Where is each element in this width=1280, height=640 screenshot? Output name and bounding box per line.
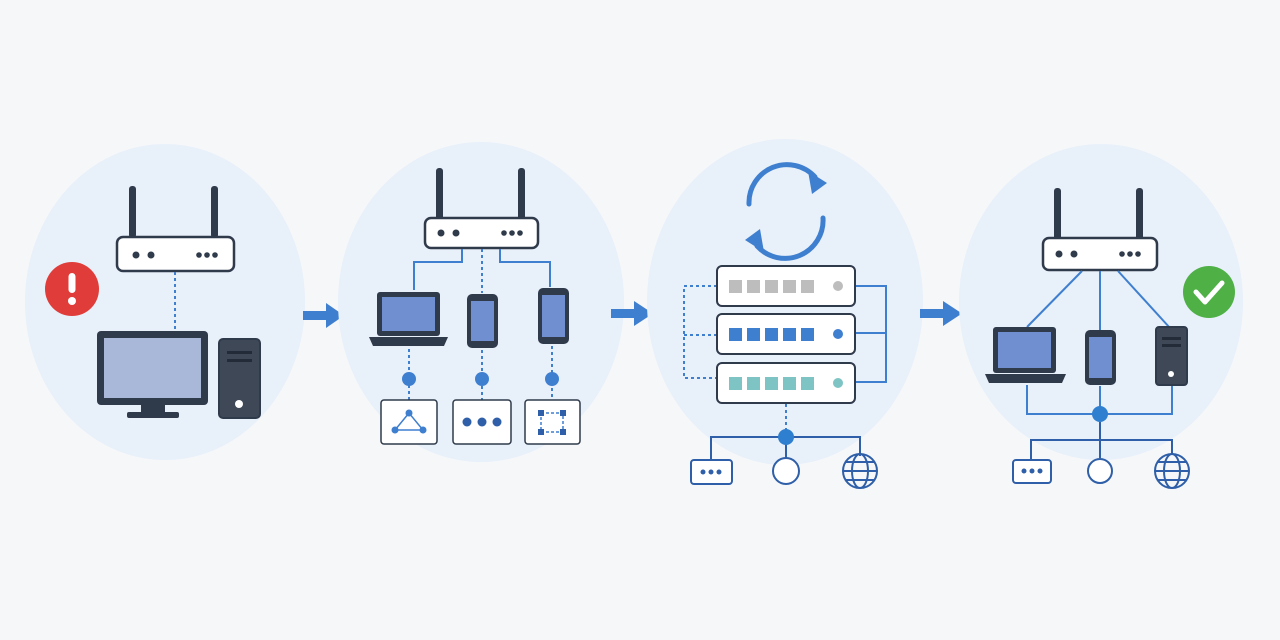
stage-4-connected [959,144,1243,489]
desktop-tower-icon [218,338,261,419]
server-rack-unit-2 [716,313,856,355]
globe-icon [842,453,878,489]
sync-icon [745,162,827,261]
globe-icon [1154,453,1190,489]
smartphone-icon [538,288,569,344]
server-side-links-left [683,285,717,379]
router-device-links [413,249,551,293]
error-exclamation-icon [45,262,99,316]
router-icon [1041,188,1159,272]
flow-arrow-2 [611,301,653,326]
router-icon [115,186,236,273]
router-icon [423,168,540,250]
router-device-links [1026,270,1171,330]
distribution-tree [1030,422,1173,460]
endpoint-node-icon [1087,458,1113,484]
network-node-dot [402,372,416,386]
server-side-links-right [855,285,887,383]
switch-device-icon [690,459,733,485]
topology-card-icon [380,399,438,445]
network-node-dot [475,372,489,386]
stage-3-sync [647,139,923,489]
flow-arrow-1 [303,303,344,328]
network-node-dot [778,429,794,445]
flow-arrow-3 [920,301,962,326]
stage-2-discovery [338,142,624,462]
network-node-dot [1092,406,1108,422]
smartphone-icon [467,294,498,348]
mesh-square-card-icon [524,399,581,445]
switch-device-icon [1012,459,1052,484]
smartphone-icon [1085,330,1116,385]
scanning-dots-card-icon [452,399,512,445]
laptop-icon [985,327,1066,383]
laptop-icon [369,292,448,346]
stage-1-disconnected [25,144,305,460]
network-node-dot [545,372,559,386]
success-check-icon [1183,266,1235,318]
endpoint-node-icon [772,457,800,485]
desktop-tower-icon [1155,326,1188,386]
desktop-monitor-icon [97,331,208,418]
server-rack-unit-1 [716,265,856,307]
server-rack-unit-3 [716,362,856,404]
